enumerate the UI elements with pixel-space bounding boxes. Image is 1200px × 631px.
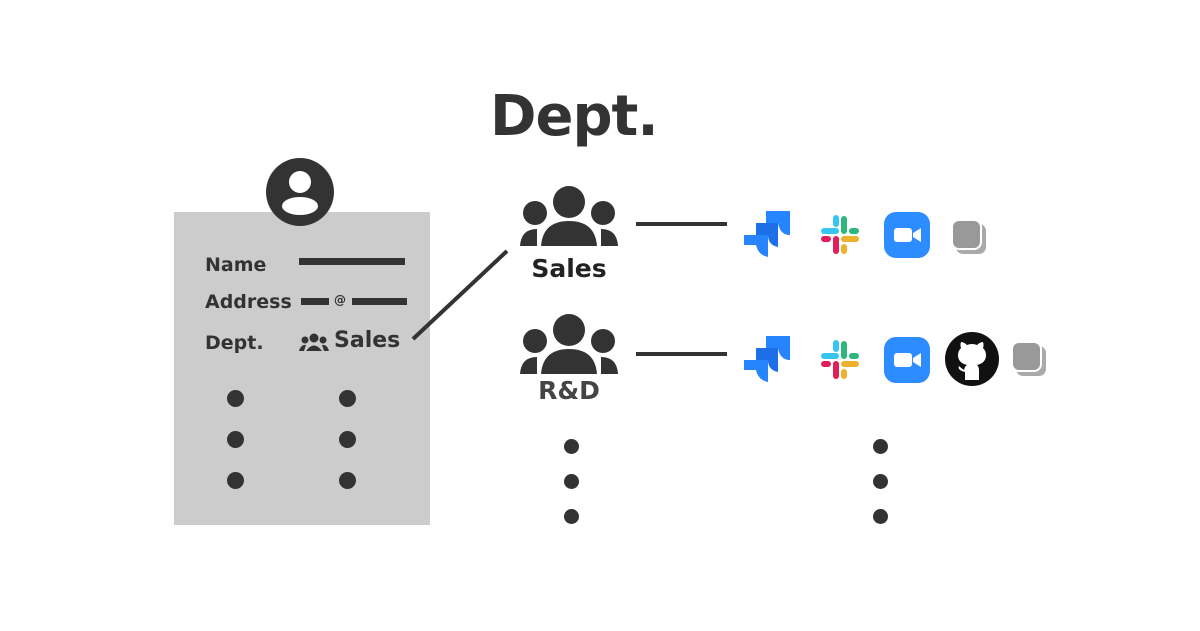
- ellipsis-dot: [227, 431, 244, 448]
- slack-icon: [821, 340, 859, 379]
- github-icon: [945, 332, 999, 386]
- ellipsis-dot: [227, 390, 244, 407]
- more-apps-icon: [1011, 341, 1046, 376]
- team-group-icon: [520, 186, 618, 246]
- field-label-dept: Dept.: [205, 332, 264, 354]
- dept-value: Sales: [334, 328, 401, 353]
- jira-icon: [744, 336, 790, 382]
- zoom-icon: [884, 212, 930, 258]
- sales-apps-connector: [636, 222, 727, 226]
- field-label-name: Name: [205, 254, 267, 276]
- ellipsis-dot: [564, 439, 579, 454]
- diagram-title: Dept.: [490, 84, 659, 149]
- address-at-sign: @: [334, 293, 346, 307]
- team-group-icon: [520, 314, 618, 374]
- ellipsis-dot: [564, 509, 579, 524]
- group-icon: [299, 333, 329, 351]
- ellipsis-dot: [339, 431, 356, 448]
- more-apps-icon: [951, 219, 986, 254]
- ellipsis-dot: [227, 472, 244, 489]
- address-user-placeholder: [301, 298, 329, 305]
- rnd-apps-connector: [636, 352, 727, 356]
- slack-icon: [821, 215, 859, 254]
- dept-name-sales: Sales: [531, 254, 607, 283]
- address-domain-placeholder: [352, 298, 407, 305]
- user-avatar-icon: [266, 158, 334, 226]
- field-label-address: Address: [205, 291, 292, 313]
- zoom-icon: [884, 337, 930, 383]
- name-value-placeholder: [299, 258, 405, 265]
- dept-name-rnd: R&D: [538, 376, 600, 405]
- ellipsis-dot: [873, 439, 888, 454]
- ellipsis-dot: [564, 474, 579, 489]
- ellipsis-dot: [873, 509, 888, 524]
- ellipsis-dot: [873, 474, 888, 489]
- jira-icon: [744, 211, 790, 257]
- ellipsis-dot: [339, 390, 356, 407]
- ellipsis-dot: [339, 472, 356, 489]
